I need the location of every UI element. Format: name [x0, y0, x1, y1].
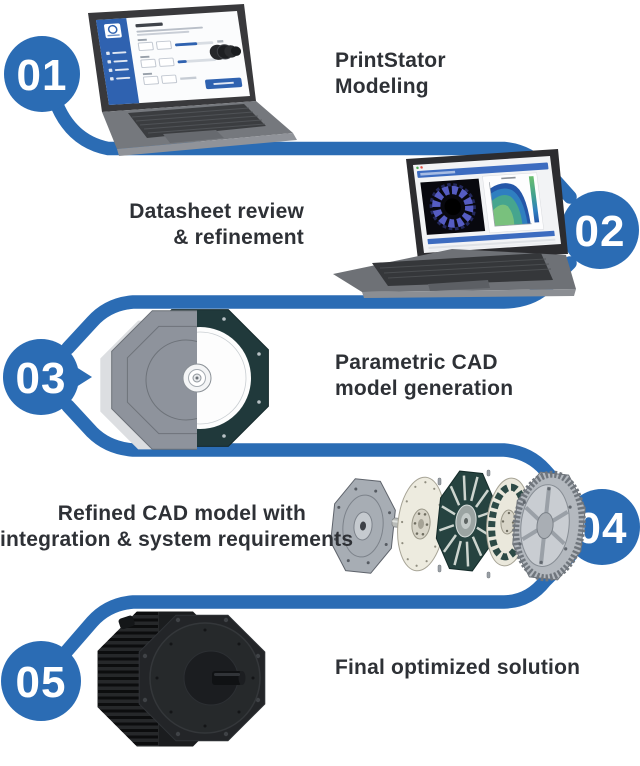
exploded-screws — [437, 469, 491, 579]
gear-icon — [107, 24, 118, 34]
laptop2-screen — [413, 155, 562, 253]
app-form-rows — [137, 38, 227, 86]
step-5-label-line-1: Final optimized solution — [335, 656, 581, 679]
step-3-label-line-2: model generation — [335, 376, 514, 400]
step-1-label: PrintStator Modeling — [335, 48, 446, 99]
exploded-rotor-disc — [397, 476, 445, 572]
app-title-bar — [135, 22, 163, 28]
motor-shaft — [212, 671, 246, 685]
colorbar — [528, 176, 540, 223]
cad-motor-model — [100, 309, 269, 450]
step-1-label-line-1: PrintStator — [335, 49, 446, 72]
window-dot-green — [416, 166, 419, 170]
fea-panel — [420, 178, 486, 235]
connector-segment-4 — [59, 549, 577, 659]
laptop2-front-edge — [362, 289, 576, 298]
laptop-datasheet-charts — [333, 149, 576, 298]
efficiency-map-chart — [482, 172, 544, 234]
step-3-label-line-1: Parametric CAD — [335, 351, 498, 374]
step-3-label: Parametric CAD model generation — [335, 350, 513, 401]
step-5-label: Final optimized solution — [335, 655, 580, 681]
exploded-cad-assembly — [330, 469, 586, 582]
step-1-node: 01 — [4, 36, 80, 112]
cad-hub — [182, 363, 212, 393]
connector-segment-3 — [61, 399, 577, 505]
step-4-label: Refined CAD model with integration & sys… — [0, 501, 354, 552]
step-2-label-line-1: Datasheet review — [129, 200, 304, 223]
laptop-printstator-app — [88, 4, 297, 156]
motor-corner-screws — [142, 617, 261, 737]
motor-face-dots — [155, 628, 255, 728]
step-3-node: 03 — [3, 339, 79, 415]
step-2-label: Datasheet review & refinement — [0, 199, 304, 250]
step-5-node: 05 — [1, 641, 81, 721]
step-5-number: 05 — [16, 658, 67, 707]
step-2-node: 02 — [561, 191, 639, 269]
report-title-bar — [416, 162, 549, 178]
step-4-label-line-1: Refined CAD model with — [57, 502, 306, 525]
motor-cable-gland — [118, 615, 135, 630]
exploded-stator-pcb — [435, 470, 497, 572]
window-dot-red — [420, 166, 423, 169]
step-2-label-line-2: & refinement — [173, 225, 304, 249]
step-3-number: 03 — [16, 354, 67, 403]
cad-housing-half — [111, 310, 197, 450]
laptop1-trackpad — [163, 130, 224, 143]
table-header-bar — [427, 230, 555, 245]
step-1-label-line-2: Modeling — [335, 74, 429, 98]
exploded-housing — [512, 470, 586, 582]
step-1-number: 01 — [17, 51, 68, 100]
laptop1-front-edge — [117, 133, 297, 156]
step-2-number: 02 — [575, 207, 626, 256]
step-4-label-line-2: integration & system requirements — [0, 527, 354, 551]
laptop2-trackpad — [428, 280, 490, 291]
final-black-motor — [97, 611, 266, 747]
app-motor-thumbnail — [209, 44, 242, 60]
sidebar-menu-icons — [106, 51, 131, 81]
exploded-endplate — [330, 478, 396, 574]
laptop1-screen — [96, 10, 250, 105]
